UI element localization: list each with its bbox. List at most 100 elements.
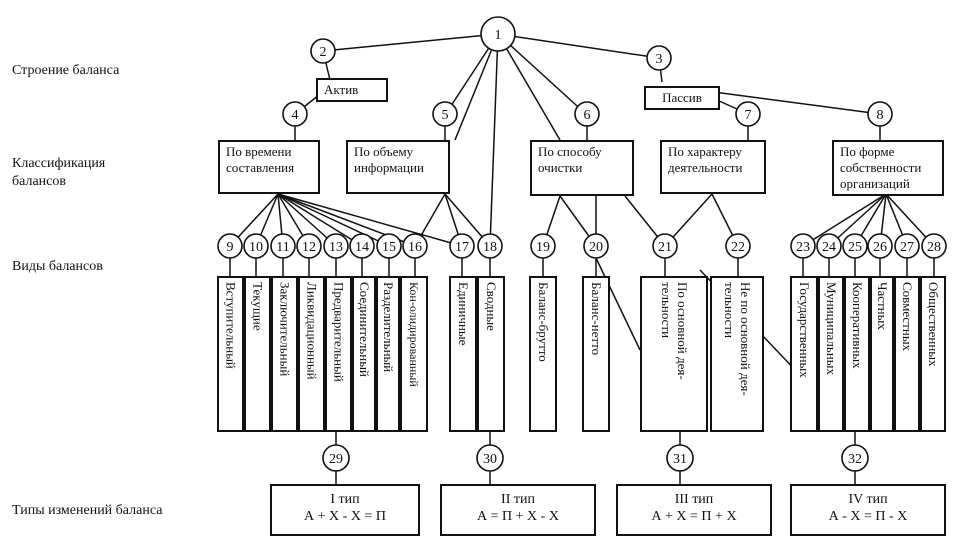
node-number-23: 23 xyxy=(796,240,810,255)
node-8: 8 xyxy=(867,101,893,127)
active-box: Актив xyxy=(316,78,388,102)
node-15: 15 xyxy=(376,233,402,259)
kind-box-3: Заключительный xyxy=(271,276,298,432)
node-number-29: 29 xyxy=(329,452,343,467)
kind-box-20: Общественных xyxy=(920,276,946,432)
kind-label-13: По основной дея-тельности xyxy=(659,282,690,380)
node-circle-29 xyxy=(322,444,350,472)
node-circle-14 xyxy=(349,233,375,259)
kind-box-13: По основной дея-тельности xyxy=(640,276,708,432)
node-26: 26 xyxy=(867,233,893,259)
node-7: 7 xyxy=(735,101,761,127)
kind-box-18: Частных xyxy=(870,276,894,432)
kind-label-5: Предварительный xyxy=(331,282,347,382)
class-box-by-cleaning: По способу очистки xyxy=(530,140,634,196)
node-number-15: 15 xyxy=(382,240,396,255)
node-number-2: 2 xyxy=(320,45,327,60)
node-circle-32 xyxy=(841,444,869,472)
node-number-8: 8 xyxy=(877,108,884,123)
change-type-title-4: IV тип xyxy=(848,492,888,507)
kind-box-8: Кон-олидированный xyxy=(400,276,428,432)
class-label-by-activity: По характеру деятельности xyxy=(668,144,743,175)
node-number-28: 28 xyxy=(927,240,941,255)
node-circle-28 xyxy=(921,233,947,259)
node-32: 32 xyxy=(841,444,869,472)
node-number-17: 17 xyxy=(455,240,469,255)
change-type-box-1: I тип А + Х - Х = П xyxy=(270,484,420,536)
node-circle-22 xyxy=(725,233,751,259)
kind-label-14: Не по основной дея-тельности xyxy=(722,282,753,396)
node-circle-27 xyxy=(894,233,920,259)
kind-box-11: Баланс-брутто xyxy=(529,276,557,432)
node-circle-20 xyxy=(583,233,609,259)
change-type-title-3: III тип xyxy=(674,492,714,507)
kind-box-12: Баланс-нетто xyxy=(582,276,610,432)
row-label-kinds: Виды балансов xyxy=(12,259,103,274)
node-number-13: 13 xyxy=(329,240,343,255)
node-number-6: 6 xyxy=(584,108,591,123)
kind-label-9: Единичные xyxy=(456,282,471,346)
node-31: 31 xyxy=(666,444,694,472)
kind-box-6: Соединительный xyxy=(352,276,376,432)
kind-box-9: Единичные xyxy=(449,276,477,432)
node-circle-6 xyxy=(574,101,600,127)
connector-lines xyxy=(229,33,935,484)
node-circle-7 xyxy=(735,101,761,127)
kind-box-7: Разделительный xyxy=(376,276,400,432)
node-circle-18 xyxy=(477,233,503,259)
node-29: 29 xyxy=(322,444,350,472)
node-9: 9 xyxy=(217,233,243,259)
node-3: 3 xyxy=(646,45,672,71)
node-number-12: 12 xyxy=(302,240,316,255)
kind-label-16: Муниципальных xyxy=(824,282,839,376)
node-13: 13 xyxy=(323,233,349,259)
class-label-by-volume: По объему информации xyxy=(354,144,424,175)
row-label-structure: Строение баланса xyxy=(12,63,120,78)
node-1: 1 xyxy=(480,16,516,52)
kind-box-14: Не по основной дея-тельности xyxy=(710,276,764,432)
node-number-26: 26 xyxy=(873,240,887,255)
change-type-box-4: IV тип А - Х = П - Х xyxy=(790,484,946,536)
kind-label-15: Государственных xyxy=(797,282,812,378)
node-circle-3 xyxy=(646,45,672,71)
node-number-5: 5 xyxy=(442,108,449,123)
kind-label-17: Кооперативных xyxy=(850,282,865,369)
node-number-31: 31 xyxy=(673,452,687,467)
node-circle-31 xyxy=(666,444,694,472)
kind-box-1: Вступительный xyxy=(217,276,244,432)
class-label-by-cleaning: По способу очистки xyxy=(538,144,602,175)
node-number-22: 22 xyxy=(731,240,745,255)
node-number-4: 4 xyxy=(292,108,299,123)
kind-box-17: Кооперативных xyxy=(844,276,870,432)
kind-label-18: Частных xyxy=(875,282,890,330)
node-number-10: 10 xyxy=(249,240,263,255)
node-4: 4 xyxy=(282,101,308,127)
change-type-formula-4: А - Х = П - Х xyxy=(828,509,908,524)
change-type-title-1: I тип xyxy=(330,492,360,507)
node-number-19: 19 xyxy=(536,240,550,255)
class-label-by-ownership: По форме собственности организаций xyxy=(840,144,922,191)
node-circle-26 xyxy=(867,233,893,259)
kind-label-4: Ликвидационный xyxy=(304,282,320,380)
node-5: 5 xyxy=(432,101,458,127)
node-14: 14 xyxy=(349,233,375,259)
node-number-16: 16 xyxy=(408,240,422,255)
change-type-box-2: II тип А = П + Х - Х xyxy=(440,484,596,536)
node-circle-1 xyxy=(480,16,516,52)
kind-box-15: Государственных xyxy=(790,276,818,432)
node-circle-30 xyxy=(476,444,504,472)
node-circle-16 xyxy=(402,233,428,259)
kind-box-2: Текущие xyxy=(244,276,271,432)
node-number-27: 27 xyxy=(900,240,914,255)
node-circle-15 xyxy=(376,233,402,259)
node-27: 27 xyxy=(894,233,920,259)
node-number-14: 14 xyxy=(355,240,369,255)
node-17: 17 xyxy=(449,233,475,259)
kind-label-2: Текущие xyxy=(250,282,266,331)
kind-label-11: Баланс-брутто xyxy=(536,282,551,362)
node-28: 28 xyxy=(921,233,947,259)
node-circle-10 xyxy=(243,233,269,259)
class-box-by-activity: По характеру деятельности xyxy=(660,140,766,194)
